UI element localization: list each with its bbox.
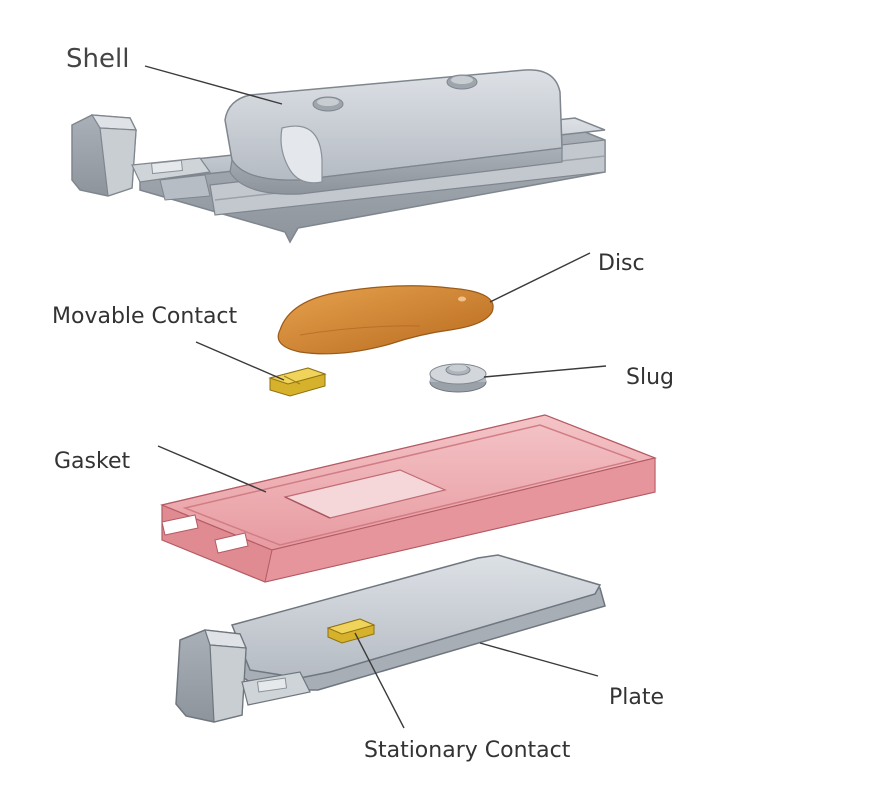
movable-contact-leader-line [195, 341, 285, 381]
plate-leader-line [479, 642, 599, 677]
disc-leader-line [489, 252, 591, 303]
disc-label: Disc [598, 251, 645, 276]
movable-contact-part [268, 367, 327, 397]
shell-leader-line [144, 65, 283, 105]
plate-label: Plate [609, 685, 665, 710]
plate-part [175, 554, 606, 723]
slug-leader-line [483, 365, 607, 378]
slug-part [429, 363, 487, 393]
gasket-label: Gasket [54, 449, 131, 474]
slug-label: Slug [626, 365, 674, 390]
disc-part [277, 285, 494, 355]
stationary-contact-label: Stationary Contact [364, 738, 571, 763]
gasket-part [160, 414, 657, 583]
shell-label: Shell [66, 44, 130, 74]
shell-part [71, 69, 606, 244]
leader-lines [144, 65, 607, 729]
stationary-contact-leader-line [354, 632, 405, 729]
movable-contact-label: Movable Contact [52, 304, 238, 329]
gasket-leader-line [157, 445, 267, 493]
